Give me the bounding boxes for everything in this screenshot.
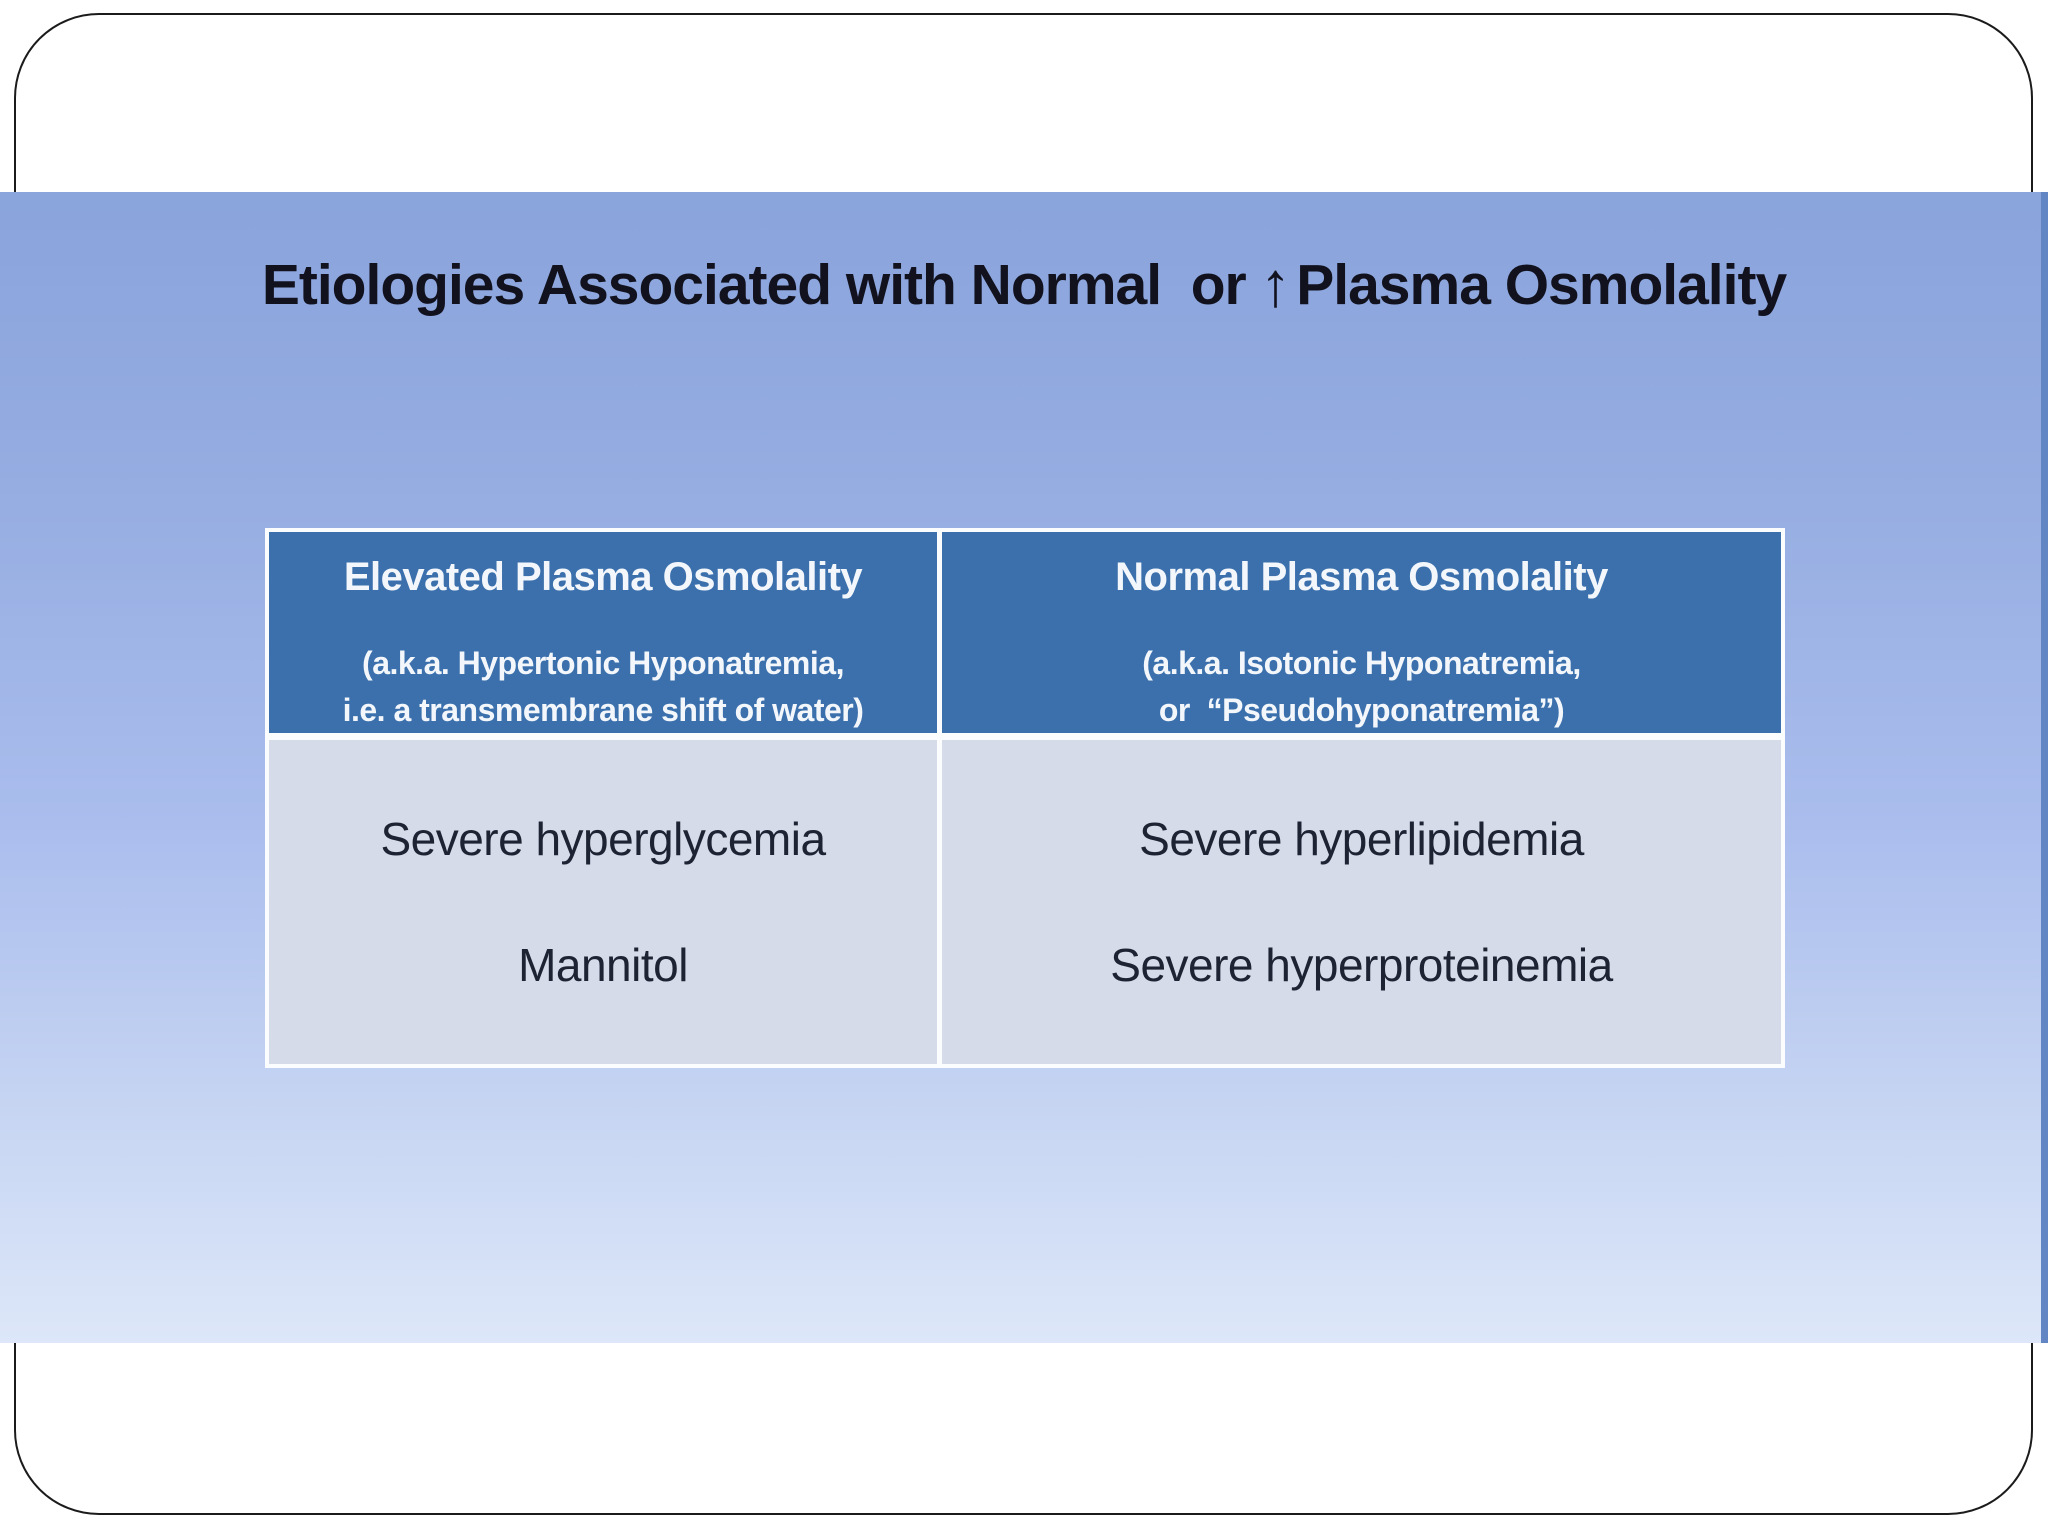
title-text: Etiologies Associated with Normal or (261, 253, 1247, 317)
header-subtitle-elevated-line1: (a.k.a. Hypertonic Hyponatremia, (362, 645, 844, 681)
etiology-item: Severe hyperproteinemia (1110, 939, 1613, 991)
header-subtitle-normal-line1: (a.k.a. Isotonic Hyponatremia, (1142, 645, 1581, 681)
title-suffix: Plasma Osmolality (1296, 253, 1787, 317)
table-header-elevated: Elevated Plasma Osmolality (a.k.a. Hyper… (269, 532, 937, 733)
etiology-table: Elevated Plasma Osmolality (a.k.a. Hyper… (265, 528, 1785, 1068)
table-cell-elevated-items: Severe hyperglycemia Mannitol (269, 740, 937, 1064)
header-title-normal: Normal Plasma Osmolality (1115, 555, 1608, 599)
table-header-normal: Normal Plasma Osmolality (a.k.a. Isotoni… (942, 532, 1781, 733)
slide-title: Etiologies Associated with Normal or↑Pla… (261, 250, 1787, 320)
table-cell-normal-items: Severe hyperlipidemia Severe hyperprotei… (942, 740, 1781, 1064)
etiology-item: Mannitol (518, 939, 688, 991)
header-subtitle-elevated-line2: i.e. a transmembrane shift of water) (342, 692, 864, 728)
band-right-edge-strip (2041, 192, 2048, 1343)
slide-content-band: Etiologies Associated with Normal or↑Pla… (0, 192, 2048, 1343)
etiology-item: Severe hyperlipidemia (1139, 813, 1584, 865)
header-subtitle-normal-line2: or “Pseudohyponatremia”) (1158, 692, 1565, 728)
header-title-elevated: Elevated Plasma Osmolality (343, 555, 863, 599)
etiology-item: Severe hyperglycemia (380, 813, 826, 865)
